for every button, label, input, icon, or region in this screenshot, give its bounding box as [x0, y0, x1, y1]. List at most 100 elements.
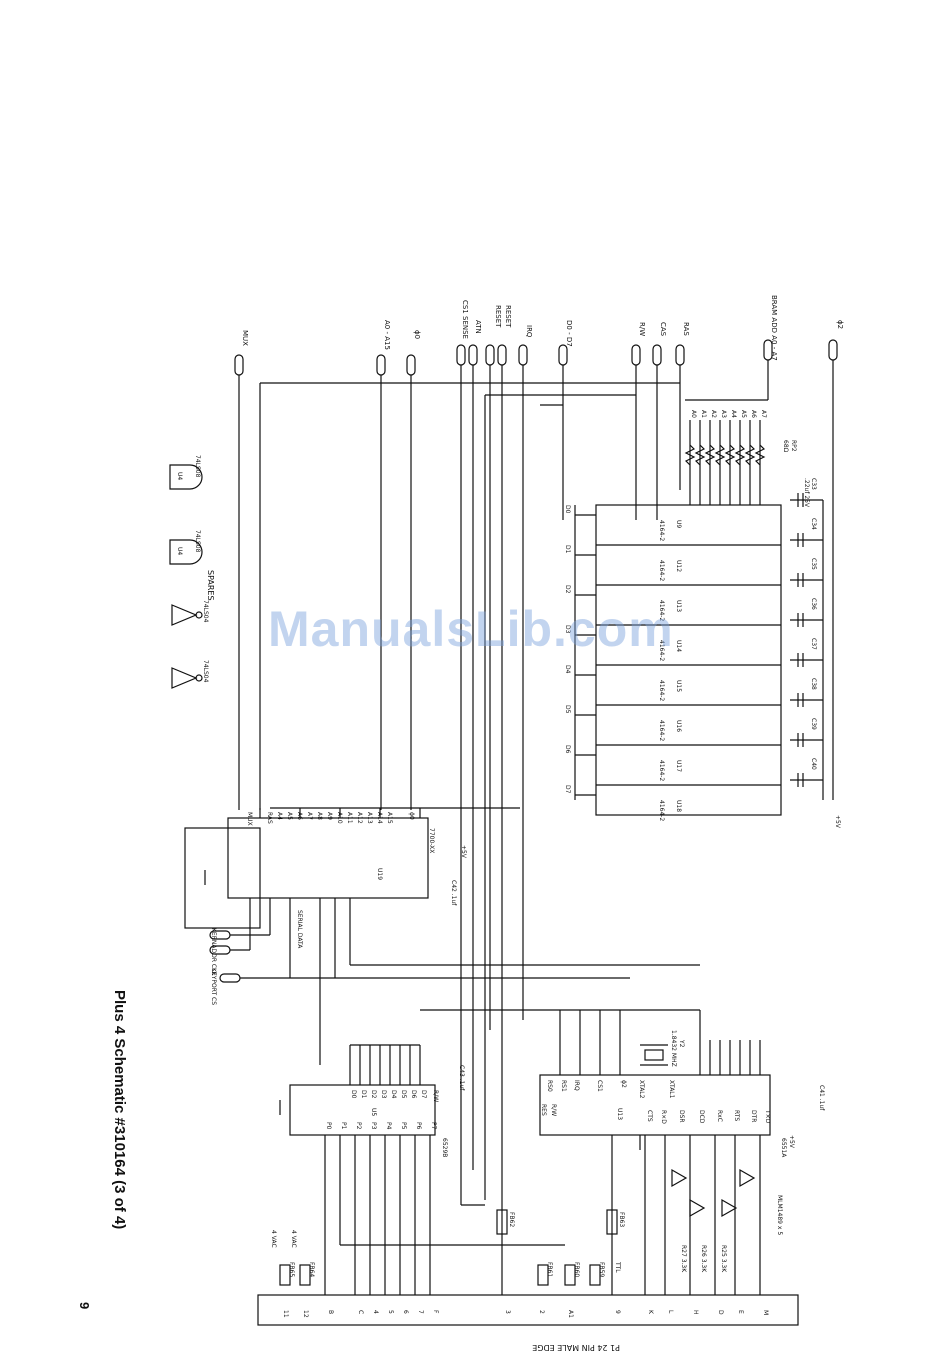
data-bit-label: D5: [564, 705, 571, 714]
u19-ref: U19: [376, 868, 383, 880]
connector-pin: 4: [372, 1310, 379, 1314]
cap-label: C41 .1uf: [818, 1085, 825, 1111]
u5-pin-label: P1: [340, 1122, 347, 1130]
cap-ref: C37: [810, 638, 817, 650]
resistor-pack-value: 68Ω: [782, 440, 789, 453]
u5-ref: U5: [370, 1108, 377, 1116]
ram-chip-ref: U13: [675, 600, 682, 612]
addr-line-label: A7: [760, 410, 767, 418]
u13-pin-label: ϕ2: [620, 1080, 627, 1088]
power-label: +5V: [834, 815, 841, 829]
ram-chip-label: 4164-2: [658, 720, 665, 741]
spares-part: 74LS08: [194, 455, 201, 478]
data-bit-label: D4: [564, 665, 571, 674]
data-bit-label: D7: [564, 785, 571, 794]
u5-pin-label: D3: [380, 1090, 387, 1099]
addr-line-label: A6: [750, 410, 757, 418]
u5-pin-label: D7: [420, 1090, 427, 1099]
u5-pin-label: R/W: [432, 1090, 439, 1102]
u19-pin-label: A6: [296, 812, 303, 820]
crystal-ref: Y2: [678, 1039, 685, 1048]
spares-ref: U4: [176, 547, 183, 555]
ferrite-label: FB63: [618, 1212, 625, 1227]
connector-pin: C: [357, 1310, 364, 1314]
u19-pin-label: A15: [386, 812, 393, 824]
u13-pin-label: CTS: [646, 1110, 653, 1122]
u19-pin-label: RAS: [266, 812, 273, 824]
crystal-value: 1.8432 MHZ: [670, 1030, 677, 1067]
u19-pin-label: A13: [366, 812, 373, 824]
ram-chip-ref: U12: [675, 560, 682, 572]
ram-chip-ref: U9: [675, 520, 682, 528]
ram-chip-ref: U18: [675, 800, 682, 812]
u5-pin-label: D0: [350, 1090, 357, 1099]
cap-label: C43 .1uf: [458, 1065, 465, 1091]
figure-caption: Plus 4 Schematic #310164 (3 of 4): [111, 990, 128, 1230]
connector-pin: 12: [302, 1310, 309, 1318]
u19-pin-label: A4: [276, 812, 283, 820]
resistor-pack-label: RP2: [790, 440, 797, 452]
spares-title: SPARES: [206, 570, 215, 601]
ttl-label: TTL: [614, 1261, 621, 1273]
connector-pin: H: [692, 1310, 699, 1315]
connector-pin: B: [327, 1310, 334, 1314]
u19-pin-label: A5: [286, 812, 293, 820]
u5-pin-label: P3: [370, 1122, 377, 1130]
spares-part: 74LS08: [194, 530, 201, 553]
u19-pin-label: A7: [306, 812, 313, 820]
signal-label: D0 - D7: [565, 320, 573, 347]
u5-pin-label: D6: [410, 1090, 417, 1099]
signal-label: RESET: [494, 305, 502, 328]
ram-chip-ref: U15: [675, 680, 682, 692]
ram-chip-label: 4164-2: [658, 800, 665, 821]
cap-ref: C38: [810, 678, 817, 690]
u19-part: 7700-XX: [428, 828, 435, 853]
u13-pin-label: R×D: [660, 1110, 667, 1124]
addr-line-label: A2: [710, 410, 717, 418]
data-bit-label: D0: [564, 505, 571, 514]
ram-chip-label: 4164-2: [658, 640, 665, 661]
cap-ref: C34: [810, 518, 817, 530]
data-bit-label: D2: [564, 585, 571, 594]
u19-pin-label: A14: [376, 812, 383, 824]
watermark: ManualsLib.com: [268, 601, 674, 657]
u13-pin-label: DSR: [678, 1110, 685, 1123]
u13-pin-label: DTR: [750, 1110, 757, 1122]
connector-pin: E: [737, 1310, 744, 1314]
u19-pin-label: A11: [346, 812, 353, 824]
connector-pin: M: [762, 1310, 769, 1315]
resistor-label: R26 3.3K: [700, 1245, 707, 1273]
u5-pin-label: D2: [370, 1090, 377, 1099]
spares-part: 74LS04: [202, 660, 209, 683]
connector-pin: D: [717, 1310, 724, 1315]
u13-pin-label: XTAL1: [668, 1080, 675, 1099]
addr-line-label: A4: [730, 410, 737, 418]
u13-pin-label: RxC: [716, 1110, 723, 1122]
power-label: +5V: [460, 845, 467, 859]
u5-pin-label: P2: [355, 1122, 362, 1130]
ram-chip-ref: U16: [675, 720, 682, 732]
ferrite-label: FB64: [308, 1262, 315, 1277]
serial-data-label: SERIAL DATA: [296, 910, 303, 949]
keyport-cs-label: KEYPORT CS: [210, 968, 217, 1005]
signal-label: RESET: [504, 305, 512, 328]
u13-pin-label: CS1: [596, 1080, 603, 1092]
u13-pin-label: T×D: [764, 1109, 771, 1124]
ferrite-label: FB59: [598, 1262, 605, 1277]
ram-chip-label: 4164-2: [658, 760, 665, 781]
addr-line-label: A5: [740, 410, 747, 418]
connector-pin: F: [432, 1310, 439, 1314]
u5-pin-label: P7: [430, 1122, 437, 1130]
connector-pin: K: [647, 1310, 654, 1315]
page-number: 9: [77, 1302, 92, 1310]
connector-pin: L: [667, 1310, 674, 1314]
vac-label: 4 VAC: [290, 1230, 297, 1248]
data-bit-label: D3: [564, 625, 571, 634]
u13-pin-label: RS1: [560, 1080, 567, 1092]
connector-pin: 7: [417, 1310, 424, 1314]
vac-label: 4 VAC: [270, 1230, 277, 1248]
addr-line-label: A1: [700, 410, 707, 418]
u13-pin-label: R/W: [550, 1104, 557, 1116]
u13-pin-label: IRQ: [573, 1080, 580, 1091]
resistor-label: R27 3.3K: [680, 1245, 687, 1273]
